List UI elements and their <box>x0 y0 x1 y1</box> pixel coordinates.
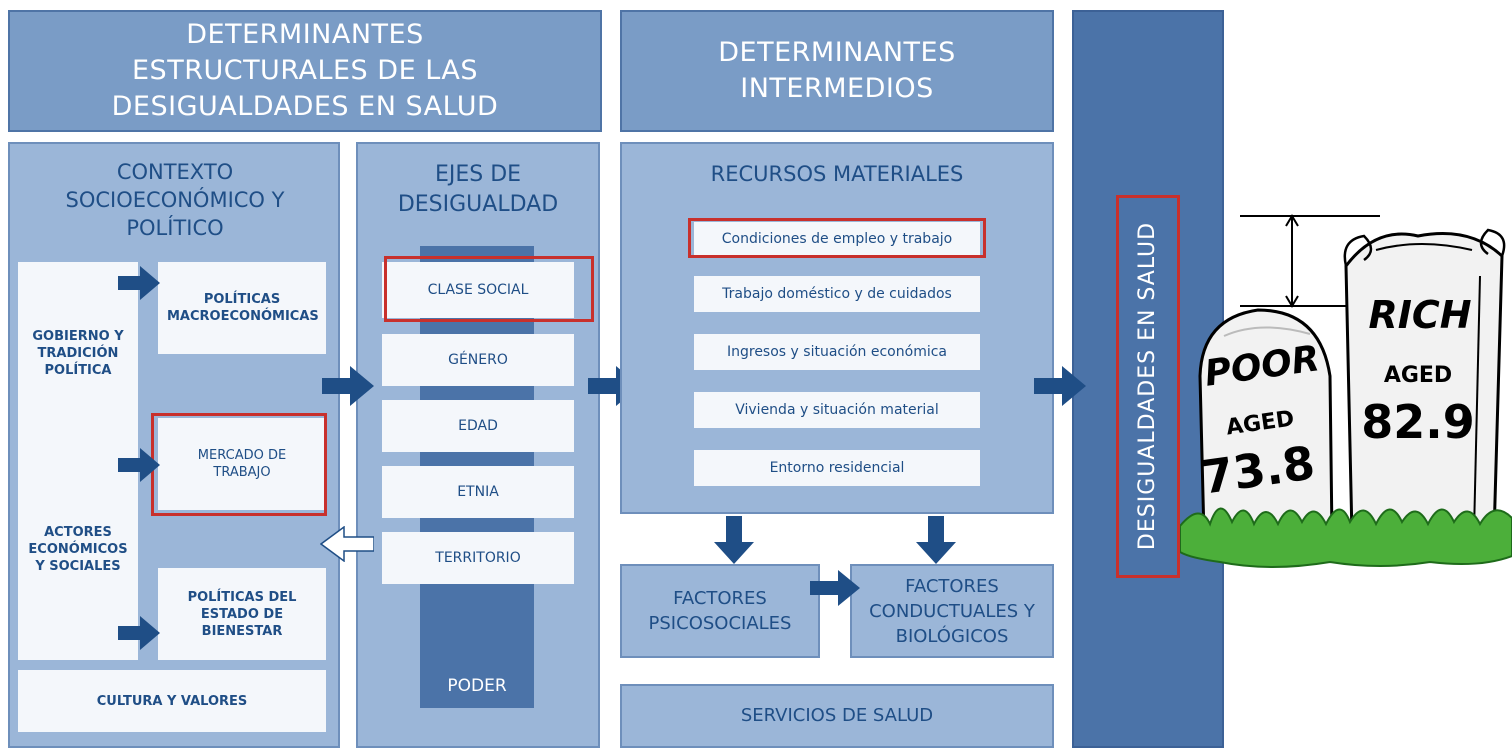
arrow-to-macro-policies <box>118 266 160 300</box>
resource-income: Ingresos y situación económica <box>694 334 980 370</box>
behavioral-factors-label: FACTORES CONDUCTUALES Y BIOLÓGICOS <box>869 575 1035 647</box>
axis-item-social-class: CLASE SOCIAL <box>382 262 574 318</box>
resource-employment: Condiciones de empleo y trabajo <box>694 222 980 256</box>
intermediate-header-text: DETERMINANTES INTERMEDIOS <box>718 37 956 104</box>
arrow-context-to-axes <box>322 366 374 406</box>
health-inequalities-text: DESIGUALDADES EN SALUD <box>1135 221 1160 551</box>
psychosocial-factors-label: FACTORES PSICOSOCIALES <box>648 588 792 634</box>
macro-policies-box: POLÍTICAS MACROECONÓMICAS <box>158 262 326 354</box>
intermediate-determinants-header: DETERMINANTES INTERMEDIOS <box>620 10 1054 132</box>
resource-domestic-work: Trabajo doméstico y de cuidados <box>694 276 980 312</box>
health-services-label: SERVICIOS DE SALUD <box>740 705 934 726</box>
axis-item-label: CLASE SOCIAL <box>427 282 529 298</box>
power-label: PODER <box>447 676 507 696</box>
axis-item-gender: GÉNERO <box>382 334 574 386</box>
welfare-policies-box: POLÍTICAS DEL ESTADO DE BIENESTAR <box>158 568 326 660</box>
axis-item-territory: TERRITORIO <box>382 532 574 584</box>
resource-environment: Entorno residencial <box>694 450 980 486</box>
axis-item-label: EDAD <box>458 418 498 434</box>
welfare-policies-label: POLÍTICAS DEL ESTADO DE BIENESTAR <box>187 589 297 639</box>
resource-label: Ingresos y situación económica <box>726 344 947 360</box>
culture-values-box: CULTURA Y VALORES <box>18 670 326 732</box>
arrow-to-labor-market <box>118 448 160 482</box>
culture-values-label: CULTURA Y VALORES <box>96 693 248 709</box>
arrow-to-behavioral <box>916 516 956 564</box>
government-label: GOBIERNO Y TRADICIÓN POLÍTICA <box>32 329 124 378</box>
structural-header-text: DETERMINANTES ESTRUCTURALES DE LAS DESIG… <box>111 19 499 122</box>
resource-label: Entorno residencial <box>769 460 905 476</box>
arrow-psychosocial-to-behavioral <box>810 570 860 606</box>
rich-label: RICH <box>1368 293 1471 337</box>
social-class-highlight <box>384 256 594 322</box>
labor-market-box: MERCADO DE TRABAJO <box>158 418 326 510</box>
rich-age-value: 82.9 <box>1361 395 1475 449</box>
resource-label: Vivienda y situación material <box>735 402 939 418</box>
axis-item-label: ETNIA <box>457 484 499 500</box>
macro-policies-label: POLÍTICAS MACROECONÓMICAS <box>167 292 319 324</box>
axis-item-age: EDAD <box>382 400 574 452</box>
arrow-axes-feedback <box>320 526 374 562</box>
axis-item-label: TERRITORIO <box>435 550 521 566</box>
arrow-to-welfare-policies <box>118 616 160 650</box>
context-title: CONTEXTO SOCIOECONÓMICO Y POLÍTICO <box>65 160 285 240</box>
axis-item-label: GÉNERO <box>448 352 508 368</box>
resource-label: Condiciones de empleo y trabajo <box>721 231 953 247</box>
structural-determinants-header: DETERMINANTES ESTRUCTURALES DE LAS DESIG… <box>8 10 602 132</box>
tombstones-cartoon: RICH AGED 82.9 POOR AGED 73.8 <box>1180 214 1512 568</box>
material-resources-title: RECURSOS MATERIALES <box>710 162 964 186</box>
inequality-axes-title: EJES DE DESIGUALDAD <box>397 162 559 217</box>
axis-item-ethnicity: ETNIA <box>382 466 574 518</box>
arrow-to-psychosocial <box>714 516 754 564</box>
resource-label: Trabajo doméstico y de cuidados <box>722 286 952 302</box>
rich-aged-label: AGED <box>1384 363 1452 388</box>
psychosocial-factors-box: FACTORES PSICOSOCIALES <box>620 564 820 658</box>
arrow-to-outcome <box>1034 366 1086 406</box>
health-services-box: SERVICIOS DE SALUD <box>620 684 1054 748</box>
behavioral-factors-box: FACTORES CONDUCTUALES Y BIOLÓGICOS <box>850 564 1054 658</box>
resource-housing: Vivienda y situación material <box>694 392 980 428</box>
labor-market-highlight <box>151 413 327 516</box>
labor-market-label: MERCADO DE TRABAJO <box>197 448 287 480</box>
employment-highlight <box>688 218 986 258</box>
social-actors-label: ACTORES ECONÓMICOS Y SOCIALES <box>28 525 128 574</box>
material-resources-panel <box>620 142 1054 514</box>
health-inequalities-label-box <box>1116 195 1180 578</box>
